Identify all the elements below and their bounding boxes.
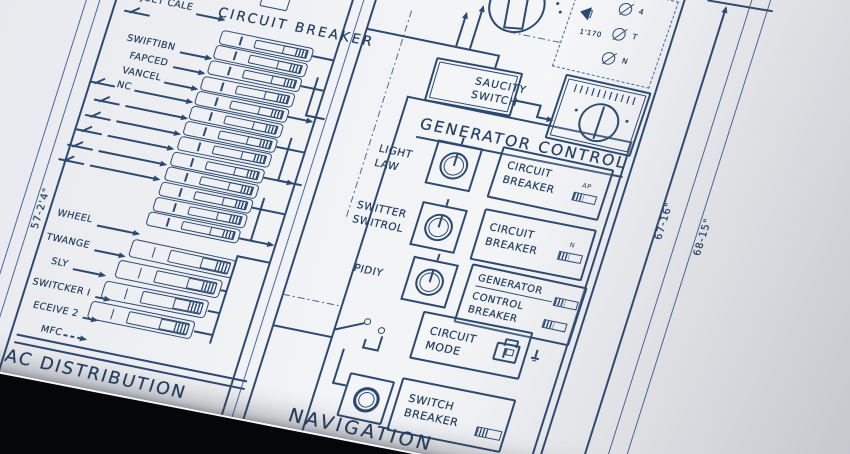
centerline <box>508 31 561 44</box>
connector <box>251 206 285 215</box>
label-arrow <box>98 150 166 166</box>
label-arrow <box>125 104 187 119</box>
dimension-text-right-outer: 68-15" <box>691 217 715 257</box>
breaker-label: SWITCKER I <box>30 276 92 299</box>
lamp-tag: 4 <box>637 7 646 17</box>
label-arrow <box>163 81 197 90</box>
label-arrow <box>89 164 159 181</box>
lamp-tag: T <box>630 32 639 42</box>
dial-scale-ticks <box>573 84 639 106</box>
label-arrow <box>172 66 204 74</box>
dial-pointer <box>592 106 606 140</box>
connector <box>220 289 227 292</box>
connector <box>514 99 541 107</box>
switch-symbol <box>76 122 104 137</box>
dial-knob <box>572 99 625 146</box>
connector <box>332 348 345 384</box>
circuit-mode-label: CIRCUIT MODE <box>423 324 479 359</box>
breaker-label: ECEIVE 2 <box>31 299 81 320</box>
centerline <box>282 293 340 307</box>
circuit-breaker-box-1-label: CIRCUIT BREAKER <box>500 159 557 196</box>
dial-mark <box>625 119 629 124</box>
switch-breaker-label: SWITCH BREAKER <box>402 391 460 430</box>
switch-symbol <box>67 137 95 152</box>
breaker-glyph <box>552 297 579 311</box>
connector <box>331 381 347 387</box>
switch-contact <box>377 326 386 335</box>
breaker-glyph <box>541 318 568 333</box>
label-arrow <box>116 120 180 135</box>
connector-arrow-up <box>455 13 468 47</box>
gen-row3-label: PIDIY <box>352 262 385 280</box>
gauge-mark <box>558 10 563 14</box>
connector <box>272 324 333 338</box>
circuit-breaker-box-2-label: CIRCUIT BREAKER <box>483 221 539 257</box>
breaker-glyph <box>474 426 503 441</box>
switch-symbol <box>93 92 121 107</box>
dimension-text-right-inner: 67-16" <box>653 201 676 241</box>
switch-symbol <box>89 74 117 89</box>
connector <box>236 255 270 264</box>
label-arrow <box>72 268 105 277</box>
label-arrow <box>95 296 110 301</box>
label-arrow <box>82 316 97 322</box>
gauge-mark <box>555 1 560 6</box>
connector <box>494 54 500 69</box>
label-arrow <box>94 249 125 257</box>
switch-contact <box>363 317 373 326</box>
label-arrow <box>96 224 139 235</box>
breaker-glyph <box>571 191 598 206</box>
label-arrow <box>179 51 211 60</box>
speaker-icon <box>586 9 594 19</box>
breaker-label: SLY <box>49 255 70 270</box>
mode-selector-icon <box>491 341 521 365</box>
meter-note: 1'170 <box>578 27 603 39</box>
open-switch-symbol <box>327 305 403 360</box>
connector-arrow <box>287 115 312 123</box>
label-arrow <box>107 134 173 150</box>
breaker-tag: AP <box>581 181 593 192</box>
connector <box>454 45 499 57</box>
switch-symbol <box>124 3 152 18</box>
push-button-icon <box>349 384 384 415</box>
lamp-tag: N <box>620 56 630 67</box>
knob-switter <box>409 201 468 254</box>
switch-stub <box>361 346 380 352</box>
switch-symbol <box>84 107 112 122</box>
lamp-icon <box>600 50 618 67</box>
breaker-label: TWANGE <box>44 231 92 251</box>
connector <box>276 145 304 153</box>
gen-row2-label: SWITTER SWITROL <box>350 199 409 236</box>
knob-pidiy <box>400 255 460 309</box>
switch-stub <box>377 336 383 350</box>
lamp-icon <box>617 1 634 17</box>
connector <box>277 137 293 181</box>
connector <box>207 309 220 314</box>
connector <box>312 55 334 61</box>
breaker-glyph <box>556 250 584 265</box>
dial-mark <box>574 108 579 112</box>
lamp-icon <box>610 26 628 42</box>
se-component-box: SE <box>259 0 295 12</box>
connector-arrow-up <box>468 6 484 49</box>
connector <box>193 330 213 336</box>
ground-symbol <box>530 349 544 365</box>
connector-arrow <box>238 237 273 246</box>
label-arrow <box>134 89 192 103</box>
switch-line <box>333 322 365 331</box>
dimension-tick <box>707 0 774 12</box>
connector <box>366 27 456 48</box>
knob-light-law <box>424 139 484 193</box>
breaker-tag: N <box>568 240 577 250</box>
label-arrow <box>63 334 86 341</box>
